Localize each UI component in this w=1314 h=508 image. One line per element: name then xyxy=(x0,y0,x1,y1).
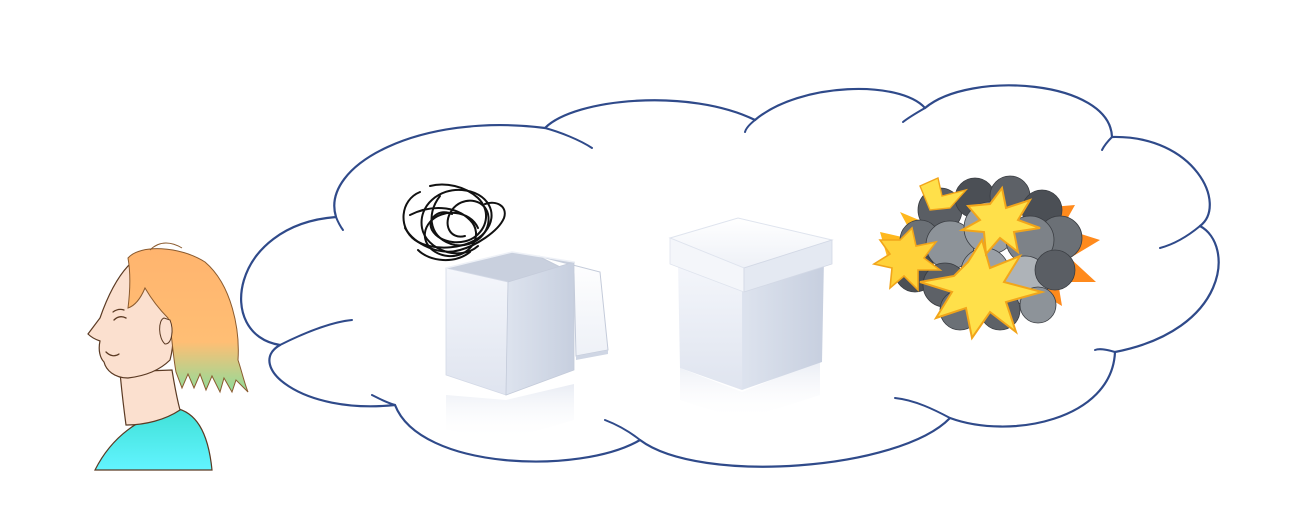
ear xyxy=(160,318,172,344)
closed-box-icon xyxy=(670,218,832,420)
person-icon xyxy=(88,243,248,470)
